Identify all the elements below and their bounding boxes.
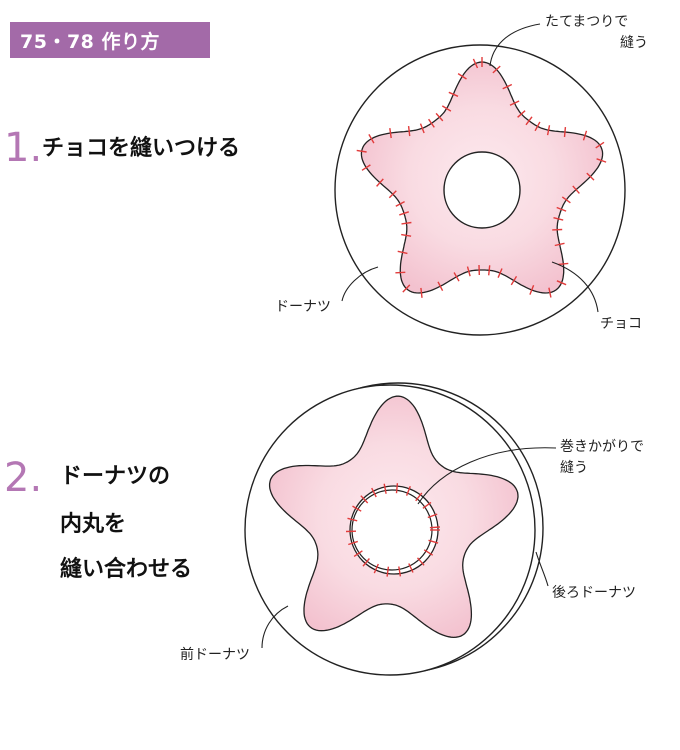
label-tatematsuri-1: たてまつりで [545,14,629,30]
stitch-mark [395,200,405,207]
page-title: 75・78 作り方 [20,30,160,53]
stitch-mark [448,91,459,97]
stitch-mark [553,217,564,221]
stitch-mark [376,178,384,187]
stitch-mark [453,272,460,282]
stitch-mark [401,221,412,225]
step-1-text: チョコを縫いつける [42,136,241,161]
stitch-mark [399,211,410,216]
stitch-mark [492,65,501,74]
stitch-mark [405,486,411,496]
stitch-mark [502,83,513,90]
bottom-stitches [345,483,440,577]
stitch-mark [352,505,362,512]
stitch-mark [416,557,425,566]
stitch-mark [368,134,375,144]
stitch-mark [395,483,399,494]
stitch-mark [563,127,567,138]
stitch-mark [517,110,526,118]
stitch-mark [435,112,444,122]
stitch-mark [428,539,439,544]
stitch-mark [546,125,551,136]
stitch-mark [427,513,438,519]
stitch-mark [472,58,479,69]
label-donut: ドーナツ [275,299,331,315]
stitch-mark [561,196,571,204]
stitch-mark [429,526,440,529]
stitch-mark [437,281,444,292]
stitch-mark [428,118,435,128]
stitch-mark [534,121,541,132]
stitch-mark [529,285,535,295]
stitch-mark [395,271,406,274]
stitch-mark [488,265,491,276]
stitch-mark [347,517,358,522]
stitch-mark [441,105,452,112]
stitch-mark [509,100,520,106]
top-choco-edge [360,61,604,294]
label-tatematsuri-2: 縫う [620,35,648,51]
stitch-mark [361,164,371,171]
stitch-mark [510,275,518,286]
stitch-mark [388,190,397,199]
stitch-mark [422,501,432,509]
leader-tatematsuri [489,23,541,67]
step-2-text-line1: ドーナツの [60,464,171,489]
step-2-number: 2. [4,455,43,501]
label-makikagari-1: 巻きかがりで [560,439,644,455]
leader-makikagari [417,447,557,505]
leader-choco [551,261,599,313]
leader-front-donut [261,605,289,649]
stitch-mark [558,262,569,266]
stitch-mark [457,73,467,80]
stitch-mark [466,266,471,277]
label-front-donut: 前ドーナツ [180,647,250,663]
stitch-mark [525,116,533,126]
stitch-mark [362,558,370,567]
stitch-mark [348,540,359,546]
stitch-mark [415,492,423,502]
stitch-mark [356,149,367,153]
stitch-mark [497,268,503,278]
stitch-mark [586,172,595,181]
label-choco: チョコ [600,316,642,332]
stitch-mark [398,566,402,577]
stitch-mark [595,141,605,149]
stitch-mark [596,158,607,163]
stitch-mark [360,495,369,504]
stitch-mark [371,487,377,498]
stitch-mark [572,185,580,194]
leader-back-donut [535,551,549,587]
stitch-mark [373,563,379,574]
top-donut-hole [443,151,521,229]
stitch-mark [402,284,411,293]
stitch-mark [383,483,387,494]
stitch-mark [386,566,390,577]
stitch-mark [556,280,567,286]
label-makikagari-2: 縫う [560,460,588,476]
step-2-text-line3: 縫い合わせる [60,557,193,582]
stitch-mark [408,563,414,573]
bottom-hole-front [351,489,433,571]
stitch-mark [420,287,423,298]
step-2-text-line2: 内丸を [60,512,127,537]
stitch-mark [548,287,552,298]
stitch-mark [423,549,434,556]
step-1-number: 1. [4,125,43,171]
stitch-mark [401,233,412,237]
stitch-mark [556,206,567,212]
stitch-mark [554,242,565,247]
title-badge: 75・78 作り方 [10,22,210,58]
label-back-donut: 後ろドーナツ [552,585,636,601]
leader-donut [341,266,379,302]
top-stitches [356,57,607,298]
stitch-mark [397,250,408,255]
bottom-choco-edge [268,395,519,639]
stitch-mark [353,550,363,557]
stitch-mark [419,123,425,134]
stitch-mark [389,128,392,139]
stitch-mark [407,126,411,137]
stitch-mark [582,130,588,141]
